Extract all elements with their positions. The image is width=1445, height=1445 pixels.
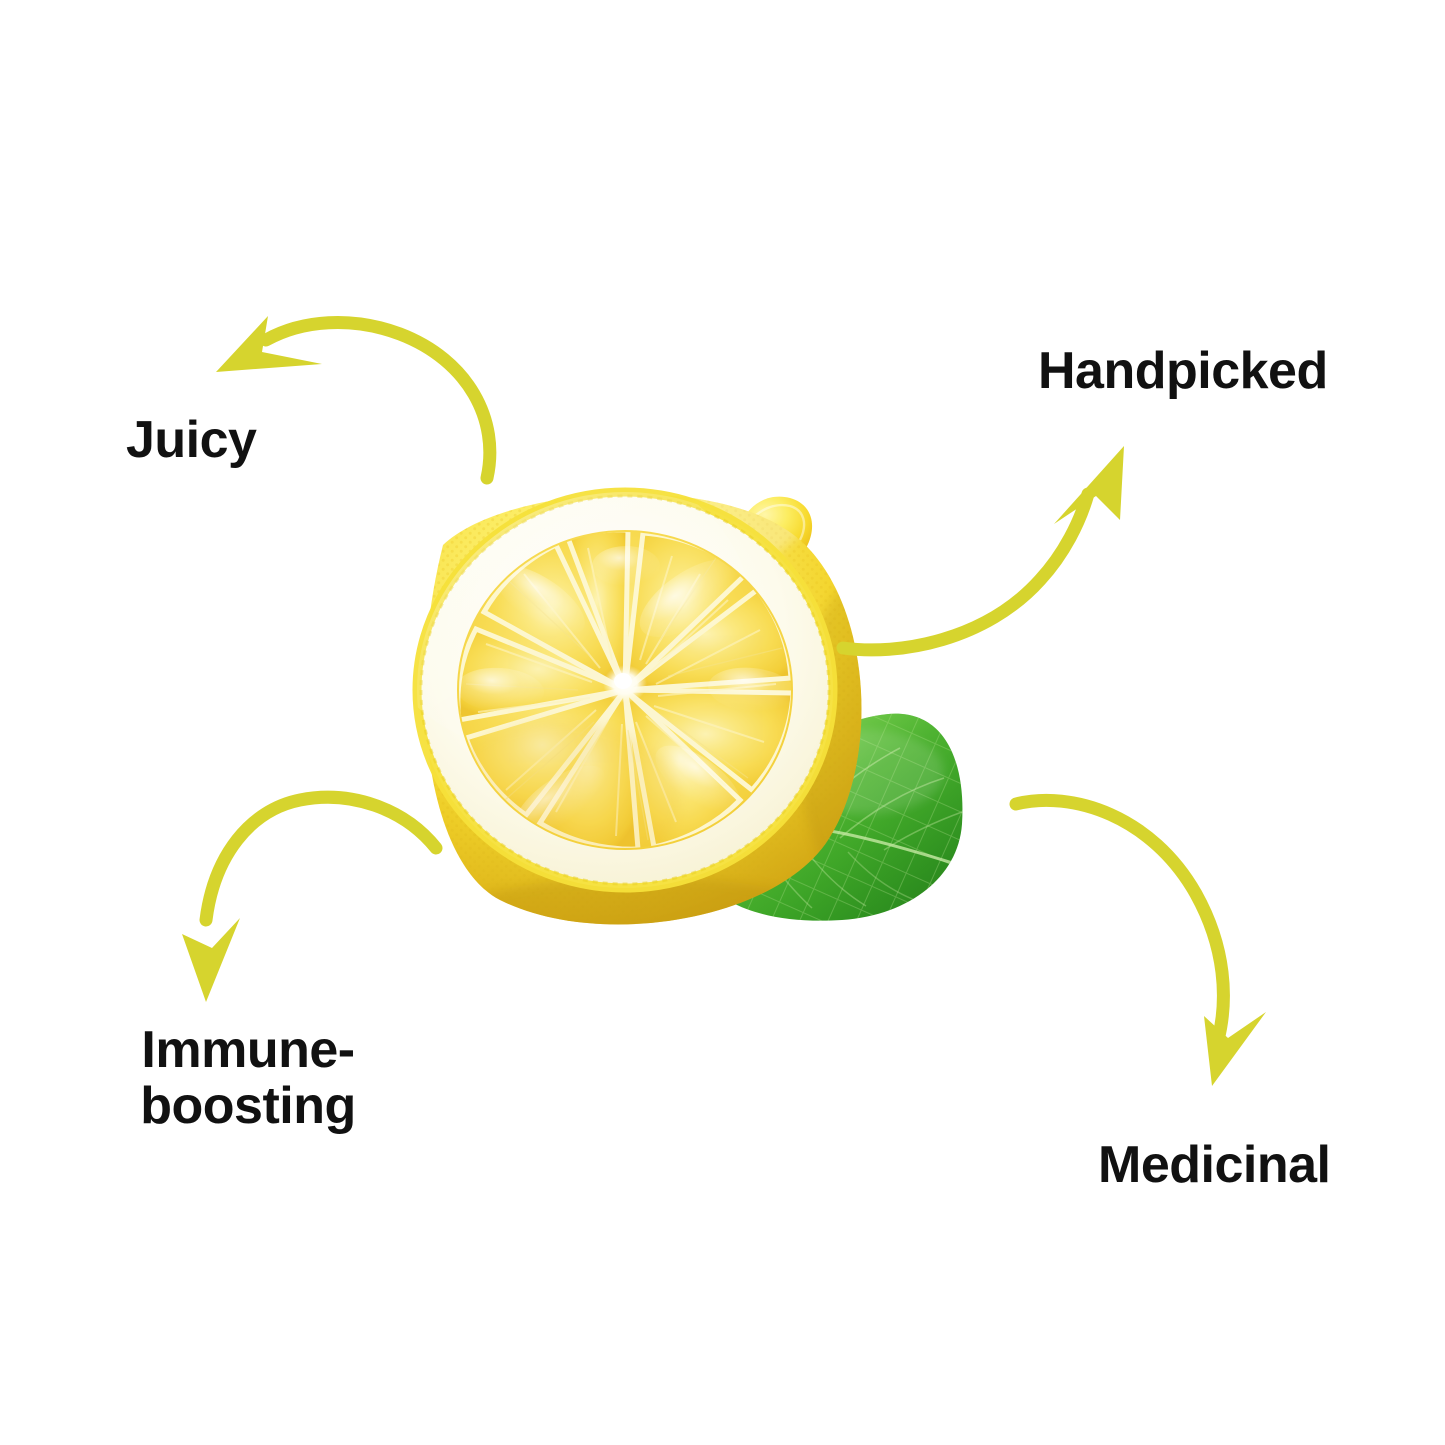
label-immune-boosting: Immune- boosting	[140, 1021, 356, 1136]
label-juicy: Juicy	[126, 411, 257, 469]
arrow-to-handpicked-icon	[836, 446, 1124, 657]
label-handpicked: Handpicked	[1038, 342, 1328, 400]
label-medicinal: Medicinal	[1098, 1136, 1331, 1194]
arrow-to-medicinal-icon	[1009, 793, 1266, 1086]
arrow-to-juicy-icon	[216, 316, 497, 485]
arrow-to-immune-icon	[182, 790, 443, 1002]
lemon-flesh-segments	[457, 530, 793, 850]
